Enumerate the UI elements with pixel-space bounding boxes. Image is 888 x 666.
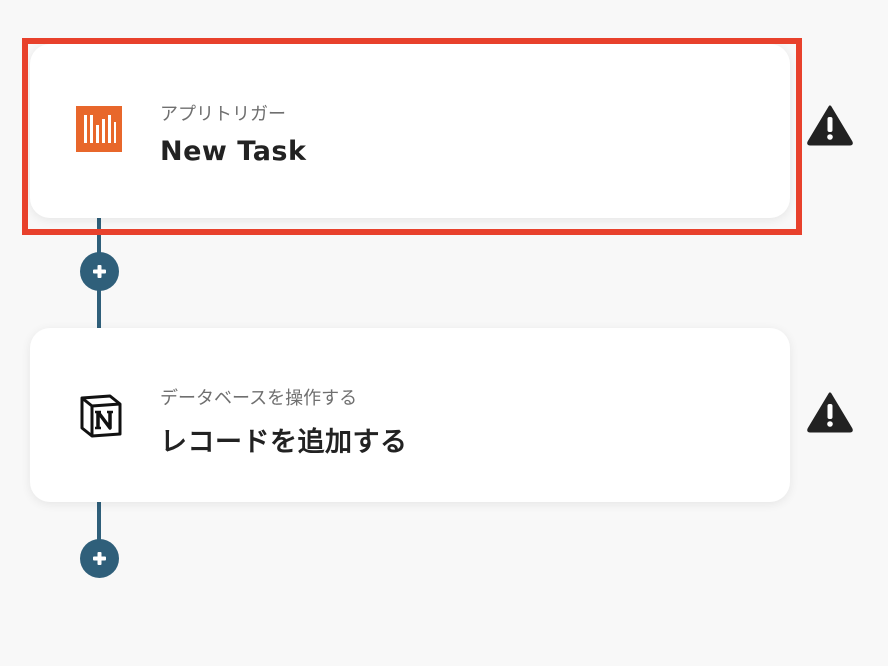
step-card-trigger[interactable]: アプリトリガー New Task	[30, 44, 790, 218]
add-step-button[interactable]	[80, 252, 119, 291]
notion-logo-icon	[76, 392, 122, 438]
step-type-label: データベースを操作する	[160, 388, 358, 409]
flow-connector-line	[97, 500, 101, 560]
orange-app-logo-icon	[76, 106, 122, 152]
add-step-button[interactable]	[80, 539, 119, 578]
plus-icon	[93, 265, 106, 278]
step-card-action[interactable]: データベースを操作する レコードを追加する	[30, 328, 790, 502]
warning-triangle-icon[interactable]	[806, 391, 854, 433]
plus-icon	[93, 552, 106, 565]
step-type-label: アプリトリガー	[160, 104, 286, 125]
step-title: レコードを追加する	[160, 427, 408, 458]
warning-triangle-icon[interactable]	[806, 104, 854, 146]
step-title: New Task	[160, 136, 307, 167]
